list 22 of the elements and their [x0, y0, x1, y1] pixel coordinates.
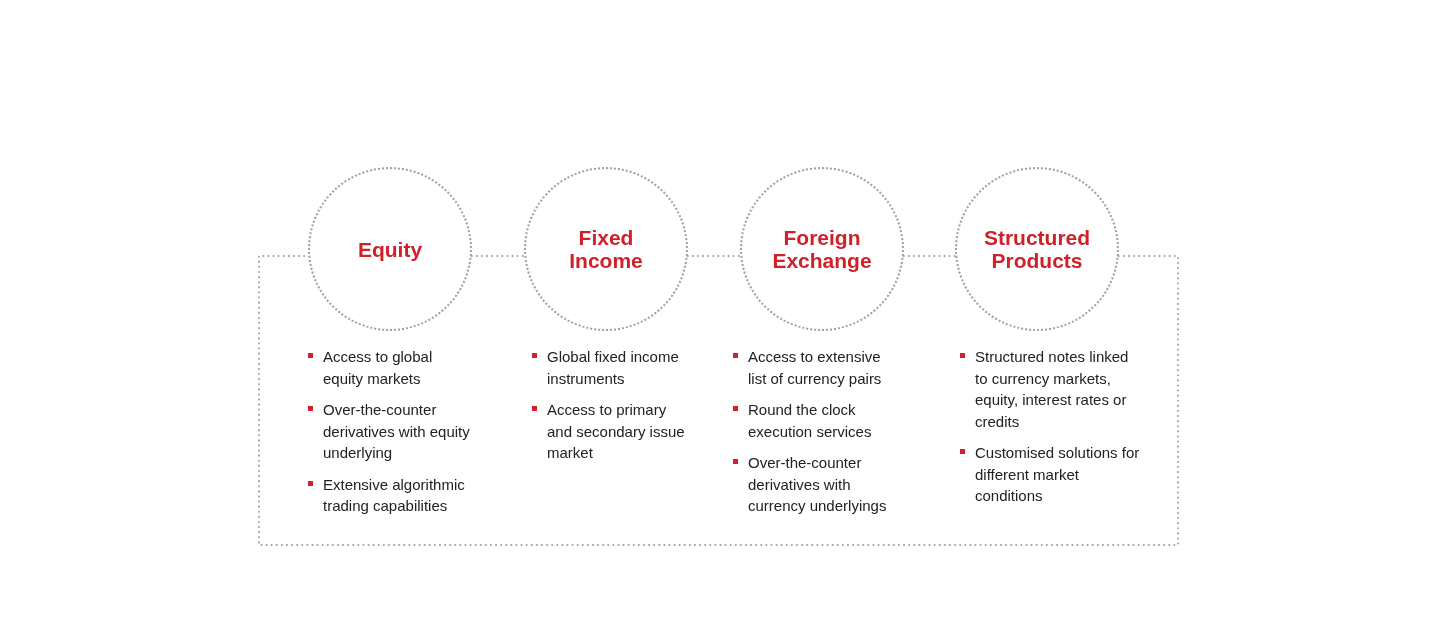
category-circle — [955, 167, 1119, 331]
bullet-item: Customised solutions for different market conditions — [960, 442, 1144, 507]
bullet-item: Access to extensive list of currency pairs — [733, 346, 901, 389]
bullet-item: Extensive algorithmic trading capabilities — [308, 473, 471, 517]
bullet-item: Global fixed income instruments — [532, 346, 686, 389]
circle-title: Equity — [357, 237, 423, 261]
category-circle — [308, 167, 472, 331]
category-circle — [524, 167, 688, 331]
circle-title: Foreign Exchange — [771, 226, 873, 272]
circle-title: Structured Products — [982, 226, 1092, 272]
dotted-connector — [902, 255, 957, 257]
bullet-item: Over-the-counter derivatives with currency underlyings — [733, 452, 901, 517]
bullet-item: Structured notes linked to currency markets, equity, interest rates or credits — [960, 346, 1144, 432]
bullet-item: Access to primary and secondary issue market — [532, 399, 686, 464]
circle-title: Fixed Income — [568, 226, 644, 272]
dotted-connector — [470, 255, 526, 257]
bullet-item: Access to global equity markets — [308, 346, 471, 389]
dotted-connector — [686, 255, 742, 257]
bullet-item: Round the clock execution services — [733, 399, 901, 442]
category-circle — [740, 167, 904, 331]
bullet-item: Over-the-counter derivatives with equity underlying — [308, 399, 471, 464]
dotted-connector — [258, 255, 1179, 546]
